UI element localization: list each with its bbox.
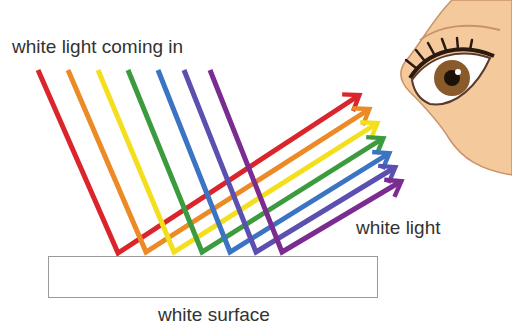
surface-box: white surface	[48, 256, 378, 298]
surface-label: white surface	[158, 305, 270, 326]
light-rays	[38, 70, 400, 253]
eye-drawing	[401, 0, 512, 175]
reflected-light-label: white light	[356, 218, 441, 239]
incoming-light-label: white light coming in	[12, 37, 183, 58]
